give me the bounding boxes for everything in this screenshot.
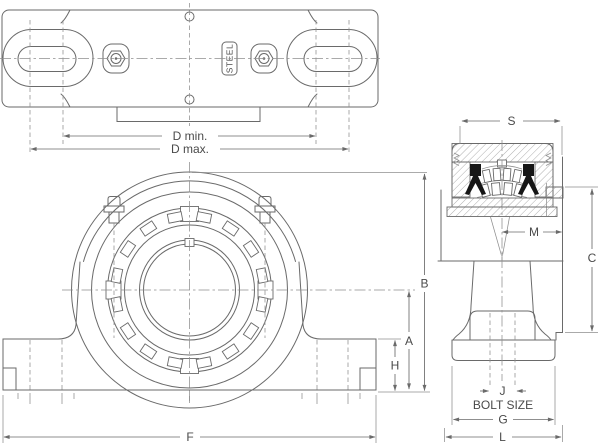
bolt-slot-right-outer [286, 29, 378, 87]
front-view: A H B F [2, 162, 430, 444]
dim-label-d-min: D min. [173, 129, 208, 143]
dim-label-d-max: D max. [171, 142, 209, 156]
dim-label-m: M [529, 225, 539, 239]
cap-outline [451, 143, 554, 198]
dim-label-h: H [391, 359, 400, 373]
dim-label-l: L [499, 430, 506, 444]
housing-outline [2, 261, 377, 391]
dim-label-c: C [588, 251, 597, 265]
cap-pin-left [103, 196, 125, 224]
cap-split-arc [83, 180, 296, 262]
seal-right [518, 164, 539, 195]
bolt-slot-left [17, 46, 77, 72]
sleeve-section-upper [451, 197, 554, 208]
bolt-slot-right [303, 46, 363, 72]
cap-section-top [451, 143, 554, 163]
dim-label-b: B [420, 277, 428, 291]
foot-chamfer-lines [2, 367, 377, 391]
grease-funnel [490, 216, 510, 261]
dim-label-j: J [500, 384, 506, 398]
side-view: S M C J BOLT SIZE G L [437, 114, 598, 444]
locknut-section [545, 186, 564, 199]
bolt-slot-left-outer [2, 29, 94, 87]
dim-label-a: A [405, 334, 413, 348]
dim-label-g: G [498, 413, 507, 427]
thread-right [545, 152, 552, 166]
seal-left [465, 164, 486, 195]
dim-label-s: S [507, 114, 515, 128]
top-view: STEEL D min. D max. [0, 3, 380, 156]
cap-pin-right [254, 196, 276, 224]
side-base-outline [451, 339, 556, 361]
dim-label-bolt-size: BOLT SIZE [473, 398, 533, 412]
base-boss-tab [116, 106, 261, 122]
bolt-boss [469, 310, 536, 341]
dim-label-f: F [186, 430, 193, 444]
thread-left [453, 152, 460, 166]
